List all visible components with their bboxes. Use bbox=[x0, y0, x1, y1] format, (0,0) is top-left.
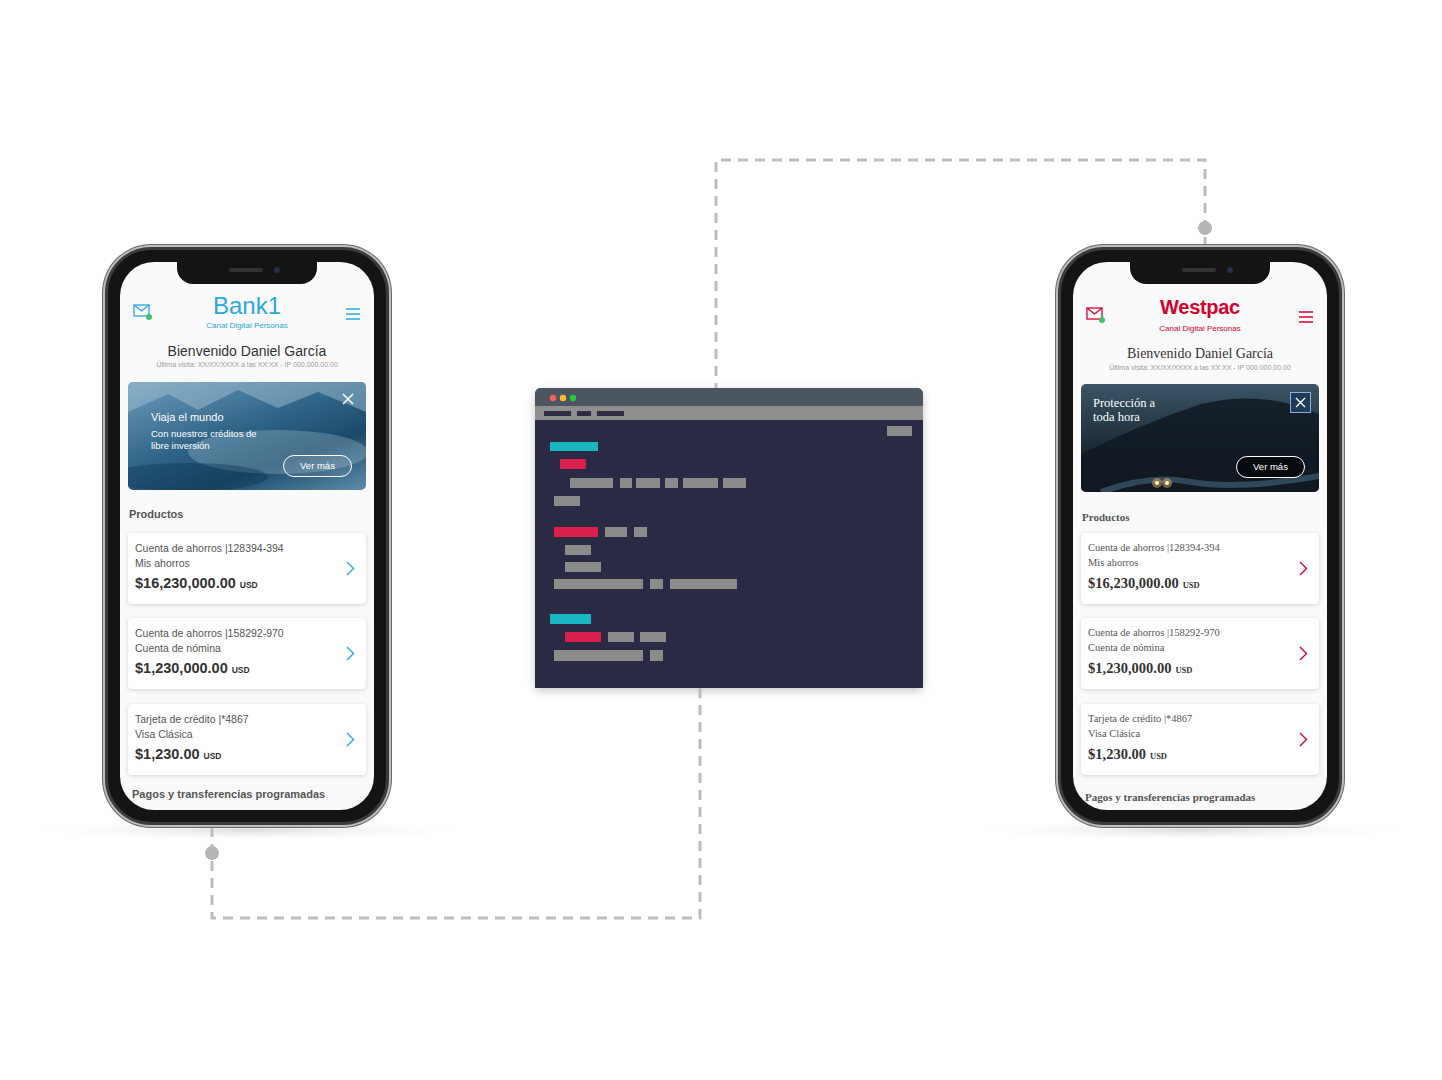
account-title: Cuenta de ahorros |128394-394 bbox=[1088, 542, 1220, 555]
amount-row: $16,230,000.00 USD bbox=[135, 575, 258, 592]
account-name: Visa Clásica bbox=[1088, 728, 1140, 741]
section-heading: Productos bbox=[129, 508, 183, 521]
menu-icon bbox=[346, 308, 361, 321]
phone-mockup: Bank1Canal Digital PersonasBienvenido Da… bbox=[105, 247, 389, 825]
amount-row: $1,230,000.00 USD bbox=[1088, 660, 1192, 677]
account-balance: $1,230,000.00 bbox=[1088, 660, 1171, 677]
brand-logo: Bank1 bbox=[120, 292, 374, 321]
chevron-icon bbox=[346, 732, 355, 747]
phone-mockup: WestpacCanal Digital PersonasBienvenido … bbox=[1058, 247, 1342, 825]
account-name: Cuenta de nómina bbox=[135, 642, 221, 655]
phone-notch bbox=[177, 262, 317, 284]
banner-button: Ver más bbox=[283, 455, 352, 477]
close-icon bbox=[342, 393, 354, 405]
account-card: $1,230,000.00 USD Cuenta de ahorros |15829… bbox=[1081, 618, 1319, 689]
account-card: $1,230.00 USD Tarjeta de crédito |*4867Vis… bbox=[1081, 704, 1319, 775]
account-name: Mis ahorros bbox=[135, 557, 190, 570]
section-heading: Productos bbox=[1082, 511, 1129, 524]
code-window bbox=[535, 388, 923, 688]
chevron-icon bbox=[1299, 561, 1308, 576]
currency-code: USD bbox=[1175, 665, 1192, 675]
promo-banner: Protección a toda horaVer más bbox=[1081, 384, 1319, 492]
phone-speaker bbox=[1182, 268, 1216, 272]
account-balance: $1,230.00 bbox=[135, 746, 200, 763]
channel-name: Canal Digital Personas bbox=[1073, 324, 1327, 334]
connector-dot bbox=[1198, 221, 1212, 235]
amount-row: $1,230.00 USD bbox=[135, 746, 221, 763]
section-heading: Pagos y transferencias programadas bbox=[1085, 791, 1255, 804]
menu-icon bbox=[1299, 311, 1314, 324]
account-title: Cuenta de ahorros |128394-394 bbox=[135, 542, 284, 555]
code-window bbox=[535, 388, 923, 688]
account-name: Mis ahorros bbox=[1088, 557, 1138, 570]
phone-camera bbox=[274, 267, 280, 273]
account-name: Visa Clásica bbox=[135, 728, 193, 741]
account-card: $1,230,000.00 USD Cuenta de ahorros |15829… bbox=[128, 618, 366, 689]
banner-button: Ver más bbox=[1236, 456, 1305, 478]
mail-icon bbox=[1086, 307, 1108, 325]
account-card: $16,230,000.00 USD Cuenta de ahorros |1283… bbox=[1081, 533, 1319, 604]
account-balance: $16,230,000.00 bbox=[135, 575, 236, 592]
phone-notch bbox=[1130, 262, 1270, 284]
promo-banner: Viaja el mundoCon nuestros créditos de l… bbox=[128, 382, 366, 490]
account-card: $16,230,000.00 USD Cuenta de ahorros |1283… bbox=[128, 533, 366, 604]
currency-code: USD bbox=[240, 580, 258, 590]
channel-name: Canal Digital Personas bbox=[120, 321, 374, 331]
banner-text: Protección a toda hora bbox=[1093, 396, 1167, 425]
phone-camera bbox=[1227, 267, 1233, 273]
welcome-text: Bienvenido Daniel García bbox=[120, 343, 374, 360]
account-title: Tarjeta de crédito |*4867 bbox=[135, 713, 249, 726]
banner-text: Con nuestros créditos de libre inversión bbox=[151, 428, 263, 453]
currency-code: USD bbox=[232, 665, 250, 675]
account-balance: $16,230,000.00 bbox=[1088, 575, 1179, 592]
amount-row: $1,230,000.00 USD bbox=[135, 660, 250, 677]
currency-code: USD bbox=[1150, 751, 1167, 761]
close-icon bbox=[1291, 393, 1310, 412]
mail-icon bbox=[133, 304, 155, 322]
phone-screen: Bank1Canal Digital PersonasBienvenido Da… bbox=[120, 262, 374, 810]
account-title: Cuenta de ahorros |158292-970 bbox=[135, 627, 284, 640]
welcome-text: Bienvenido Daniel García bbox=[1073, 346, 1327, 363]
banner-text: Viaja el mundo bbox=[151, 411, 224, 424]
account-title: Cuenta de ahorros |158292-970 bbox=[1088, 627, 1220, 640]
chevron-icon bbox=[346, 561, 355, 576]
phone-speaker bbox=[229, 268, 263, 272]
account-title: Tarjeta de crédito |*4867 bbox=[1088, 713, 1192, 726]
account-name: Cuenta de nómina bbox=[1088, 642, 1164, 655]
last-visit: Última visita: XX/XX/XXXX a las XX:XX - … bbox=[1073, 364, 1327, 372]
phone-screen: WestpacCanal Digital PersonasBienvenido … bbox=[1073, 262, 1327, 810]
brand-logo: Westpac bbox=[1073, 295, 1327, 319]
currency-code: USD bbox=[1183, 580, 1200, 590]
section-heading: Pagos y transferencias programadas bbox=[132, 788, 325, 801]
chevron-icon bbox=[1299, 732, 1308, 747]
currency-code: USD bbox=[204, 751, 222, 761]
amount-row: $16,230,000.00 USD bbox=[1088, 575, 1200, 592]
connector-dot bbox=[205, 846, 219, 860]
amount-row: $1,230.00 USD bbox=[1088, 746, 1167, 763]
account-card: $1,230.00 USD Tarjeta de crédito |*4867Vis… bbox=[128, 704, 366, 775]
chevron-icon bbox=[1299, 646, 1308, 661]
chevron-icon bbox=[346, 646, 355, 661]
account-balance: $1,230,000.00 bbox=[135, 660, 228, 677]
last-visit: Última visita: XX/XX/XXXX a las XX:XX - … bbox=[120, 361, 374, 369]
account-balance: $1,230.00 bbox=[1088, 746, 1146, 763]
close-button bbox=[1290, 392, 1311, 413]
